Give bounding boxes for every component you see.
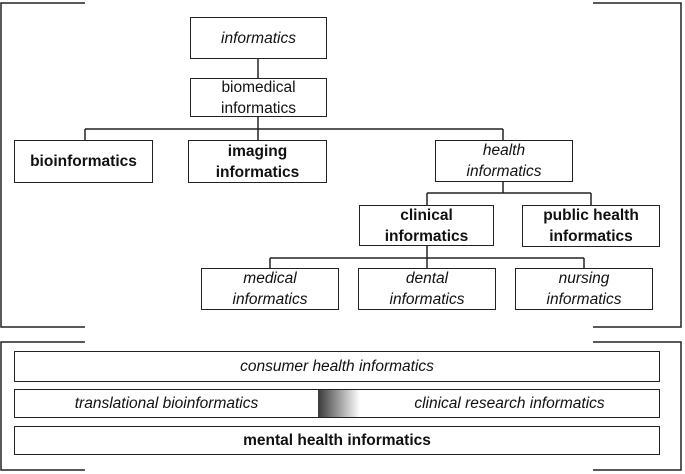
translational-clinical-research-band: translational bioinformatics clinical re…: [14, 389, 660, 418]
gradient-divider: [318, 390, 360, 417]
dental-informatics-label-line1: dental: [405, 270, 449, 287]
public-health-informatics-box: public health informatics: [522, 205, 660, 247]
health-informatics-label-line2: informatics: [466, 163, 542, 180]
health-informatics-box: health informatics: [435, 140, 573, 182]
biomedical-informatics-box: biomedical informatics: [190, 78, 327, 117]
clinical-research-informatics-label: clinical research informatics: [414, 394, 605, 412]
bioinformatics-box: bioinformatics: [14, 140, 153, 183]
medical-informatics-label-line1: medical: [243, 270, 297, 287]
health-informatics-label-line1: health: [482, 142, 526, 159]
medical-informatics-box: medical informatics: [201, 268, 339, 310]
public-health-informatics-label-line2: informatics: [549, 228, 633, 245]
biomedical-informatics-label-line1: biomedical: [221, 78, 296, 96]
imaging-informatics-label-line2: informatics: [215, 163, 300, 181]
consumer-health-informatics-label: consumer health informatics: [240, 357, 434, 375]
nursing-informatics-box: nursing informatics: [515, 268, 653, 310]
clinical-research-informatics-section: clinical research informatics: [360, 390, 659, 417]
clinical-informatics-label-line2: informatics: [384, 227, 469, 245]
clinical-informatics-box: clinical informatics: [359, 205, 494, 246]
dental-informatics-label-line2: informatics: [389, 291, 465, 308]
imaging-informatics-box: imaging informatics: [188, 140, 327, 183]
mental-health-informatics-band: mental health informatics: [14, 426, 660, 455]
nursing-informatics-label-line1: nursing: [558, 270, 610, 287]
biomedical-informatics-label-line2: informatics: [221, 99, 296, 117]
translational-bioinformatics-label: translational bioinformatics: [74, 394, 259, 412]
public-health-informatics-label-line1: public health: [543, 207, 639, 224]
clinical-informatics-label-line1: clinical: [400, 206, 453, 224]
informatics-label: informatics: [221, 29, 296, 47]
medical-informatics-label-line2: informatics: [232, 291, 308, 308]
consumer-health-informatics-band: consumer health informatics: [14, 351, 660, 382]
informatics-box: informatics: [190, 17, 327, 59]
imaging-informatics-label-line1: imaging: [227, 142, 288, 160]
bioinformatics-label: bioinformatics: [30, 153, 137, 170]
mental-health-informatics-label: mental health informatics: [243, 431, 431, 449]
nursing-informatics-label-line2: informatics: [546, 291, 622, 308]
translational-bioinformatics-section: translational bioinformatics: [15, 390, 318, 417]
dental-informatics-box: dental informatics: [358, 268, 496, 310]
